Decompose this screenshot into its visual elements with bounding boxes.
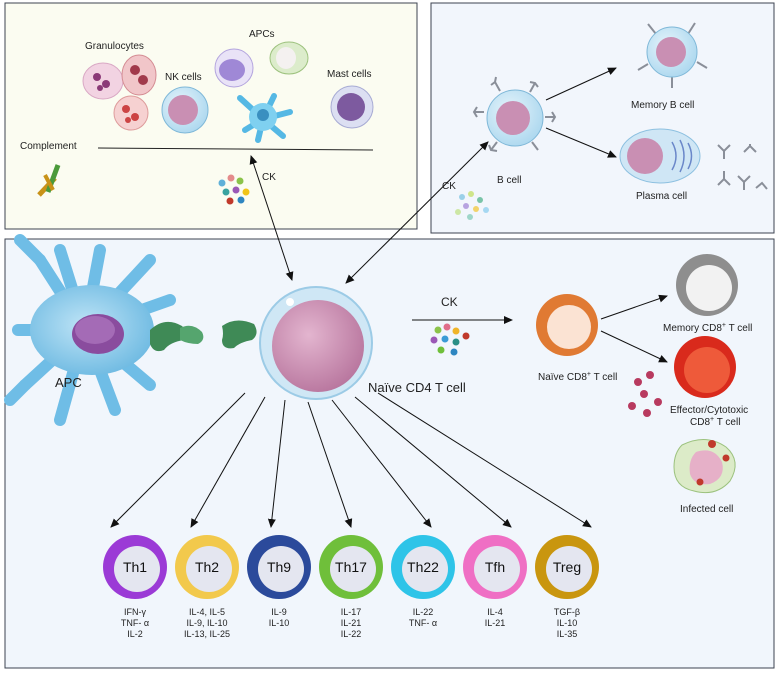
naive-cd4-cell-icon [259,286,373,400]
subset-name: Th17 [335,559,367,575]
subset-cell-nucleus [114,546,160,592]
mhc-tcr-complex [150,320,257,352]
subset-name: Th9 [267,559,291,575]
main-ck-dots [430,323,470,356]
arrow-to-th2 [190,396,266,528]
subset-cytokine: TNF- α [409,618,437,628]
subset-cytokine: IL-10 [269,618,290,628]
subset-cytokine: IL-4 [487,607,503,617]
subset-cell-nucleus [258,546,304,592]
granulocytes-label: Granulocytes [85,41,144,52]
arrow-cd8-to-effector [600,330,668,363]
b-cell-icon [472,76,557,152]
subset-cytokine: IL-22 [413,607,434,617]
naive-cd8-cell-icon [536,294,598,356]
cytotoxic-granules [628,371,662,417]
subset-cytokine: IL-22 [341,629,362,639]
b-cell-label: B cell [497,175,521,186]
memory-cd8-cell-icon [676,254,738,316]
subset-name: Th1 [123,559,147,575]
subset-cell-nucleus [402,546,448,592]
complement-icon [37,164,61,197]
infected-cell-label: Infected cell [680,504,733,515]
subset-name: Th22 [407,559,439,575]
subset-cytokine: IL-21 [341,618,362,628]
arrow-cd4-innate [249,155,294,281]
mast-cell-icon [330,85,374,129]
granulocyte-icons [82,54,157,131]
memory-b-cell-label: Memory B cell [631,100,694,111]
apcs-icon [214,41,309,143]
subset-cytokine: IFN-γ [124,607,146,617]
plasma-cell-label: Plasma cell [636,191,687,202]
subset-name: Treg [553,559,581,575]
mast-cells-label: Mast cells [327,69,371,80]
naive-cd4-label: Naïve CD4 T cell [368,380,466,395]
innate-ck-label: CK [262,172,276,183]
humoral-ck-label: CK [442,181,456,192]
subset-cytokine: IL-4, IL-5 [189,607,225,617]
arrow-to-tfh [354,396,512,528]
apcs-label: APCs [249,29,275,40]
arrow-to-th9 [267,399,286,528]
antibody-icons [717,144,768,190]
arrow-b-to-plasma [545,127,617,158]
subset-name: Th2 [195,559,219,575]
subset-cytokine: IL-17 [341,607,362,617]
infected-cell-icon [673,439,736,494]
subset-cytokine: TNF- α [121,618,149,628]
subset-cytokine: IL-2 [127,629,143,639]
complement-label: Complement [20,141,77,152]
arrow-cd8-to-memory [600,294,668,320]
apc-cell-icon [4,234,176,426]
main-ck-label: CK [441,295,458,309]
innate-divider [97,147,374,151]
memory-cd8-label: Memory CD8+ T cell [663,322,752,334]
subset-cell-nucleus [546,546,592,592]
subset-cytokine: IL-13, IL-25 [184,629,230,639]
subset-cytokine: IL-21 [485,618,506,628]
subset-cytokine: IL-10 [557,618,578,628]
arrow-to-th1 [110,392,246,528]
arrow-cd4-bcell [345,141,489,284]
subset-arrows [110,392,592,528]
naive-cd8-label: Naïve CD8+ T cell [538,371,617,383]
subset-name: Tfh [485,559,505,575]
subset-cell-nucleus [330,546,376,592]
memory-b-cell-icon [637,22,708,88]
effector-label-line1: Effector/Cytotoxic [670,405,748,416]
effector-cd8-cell-icon [674,336,736,398]
effector-label-line2: CD8+ T cell [690,416,740,428]
subset-cytokine: TGF-β [554,607,580,617]
plasma-cell-icon [619,128,701,184]
subset-cell-nucleus [186,546,232,592]
arrow-b-to-memory [545,67,617,101]
subset-cytokine: IL-35 [557,629,578,639]
subset-cell-nucleus [474,546,520,592]
subset-cytokine: IL-9, IL-10 [186,618,227,628]
arrow-to-th17 [307,401,353,528]
innate-ck-dots [218,174,250,205]
arrow-to-th22 [331,399,432,528]
subset-cytokine: IL-9 [271,607,287,617]
arrow-to-treg [377,392,592,528]
nk-cells-label: NK cells [165,72,202,83]
nk-cell-icon [161,86,209,134]
apc-label: APC [55,375,82,390]
